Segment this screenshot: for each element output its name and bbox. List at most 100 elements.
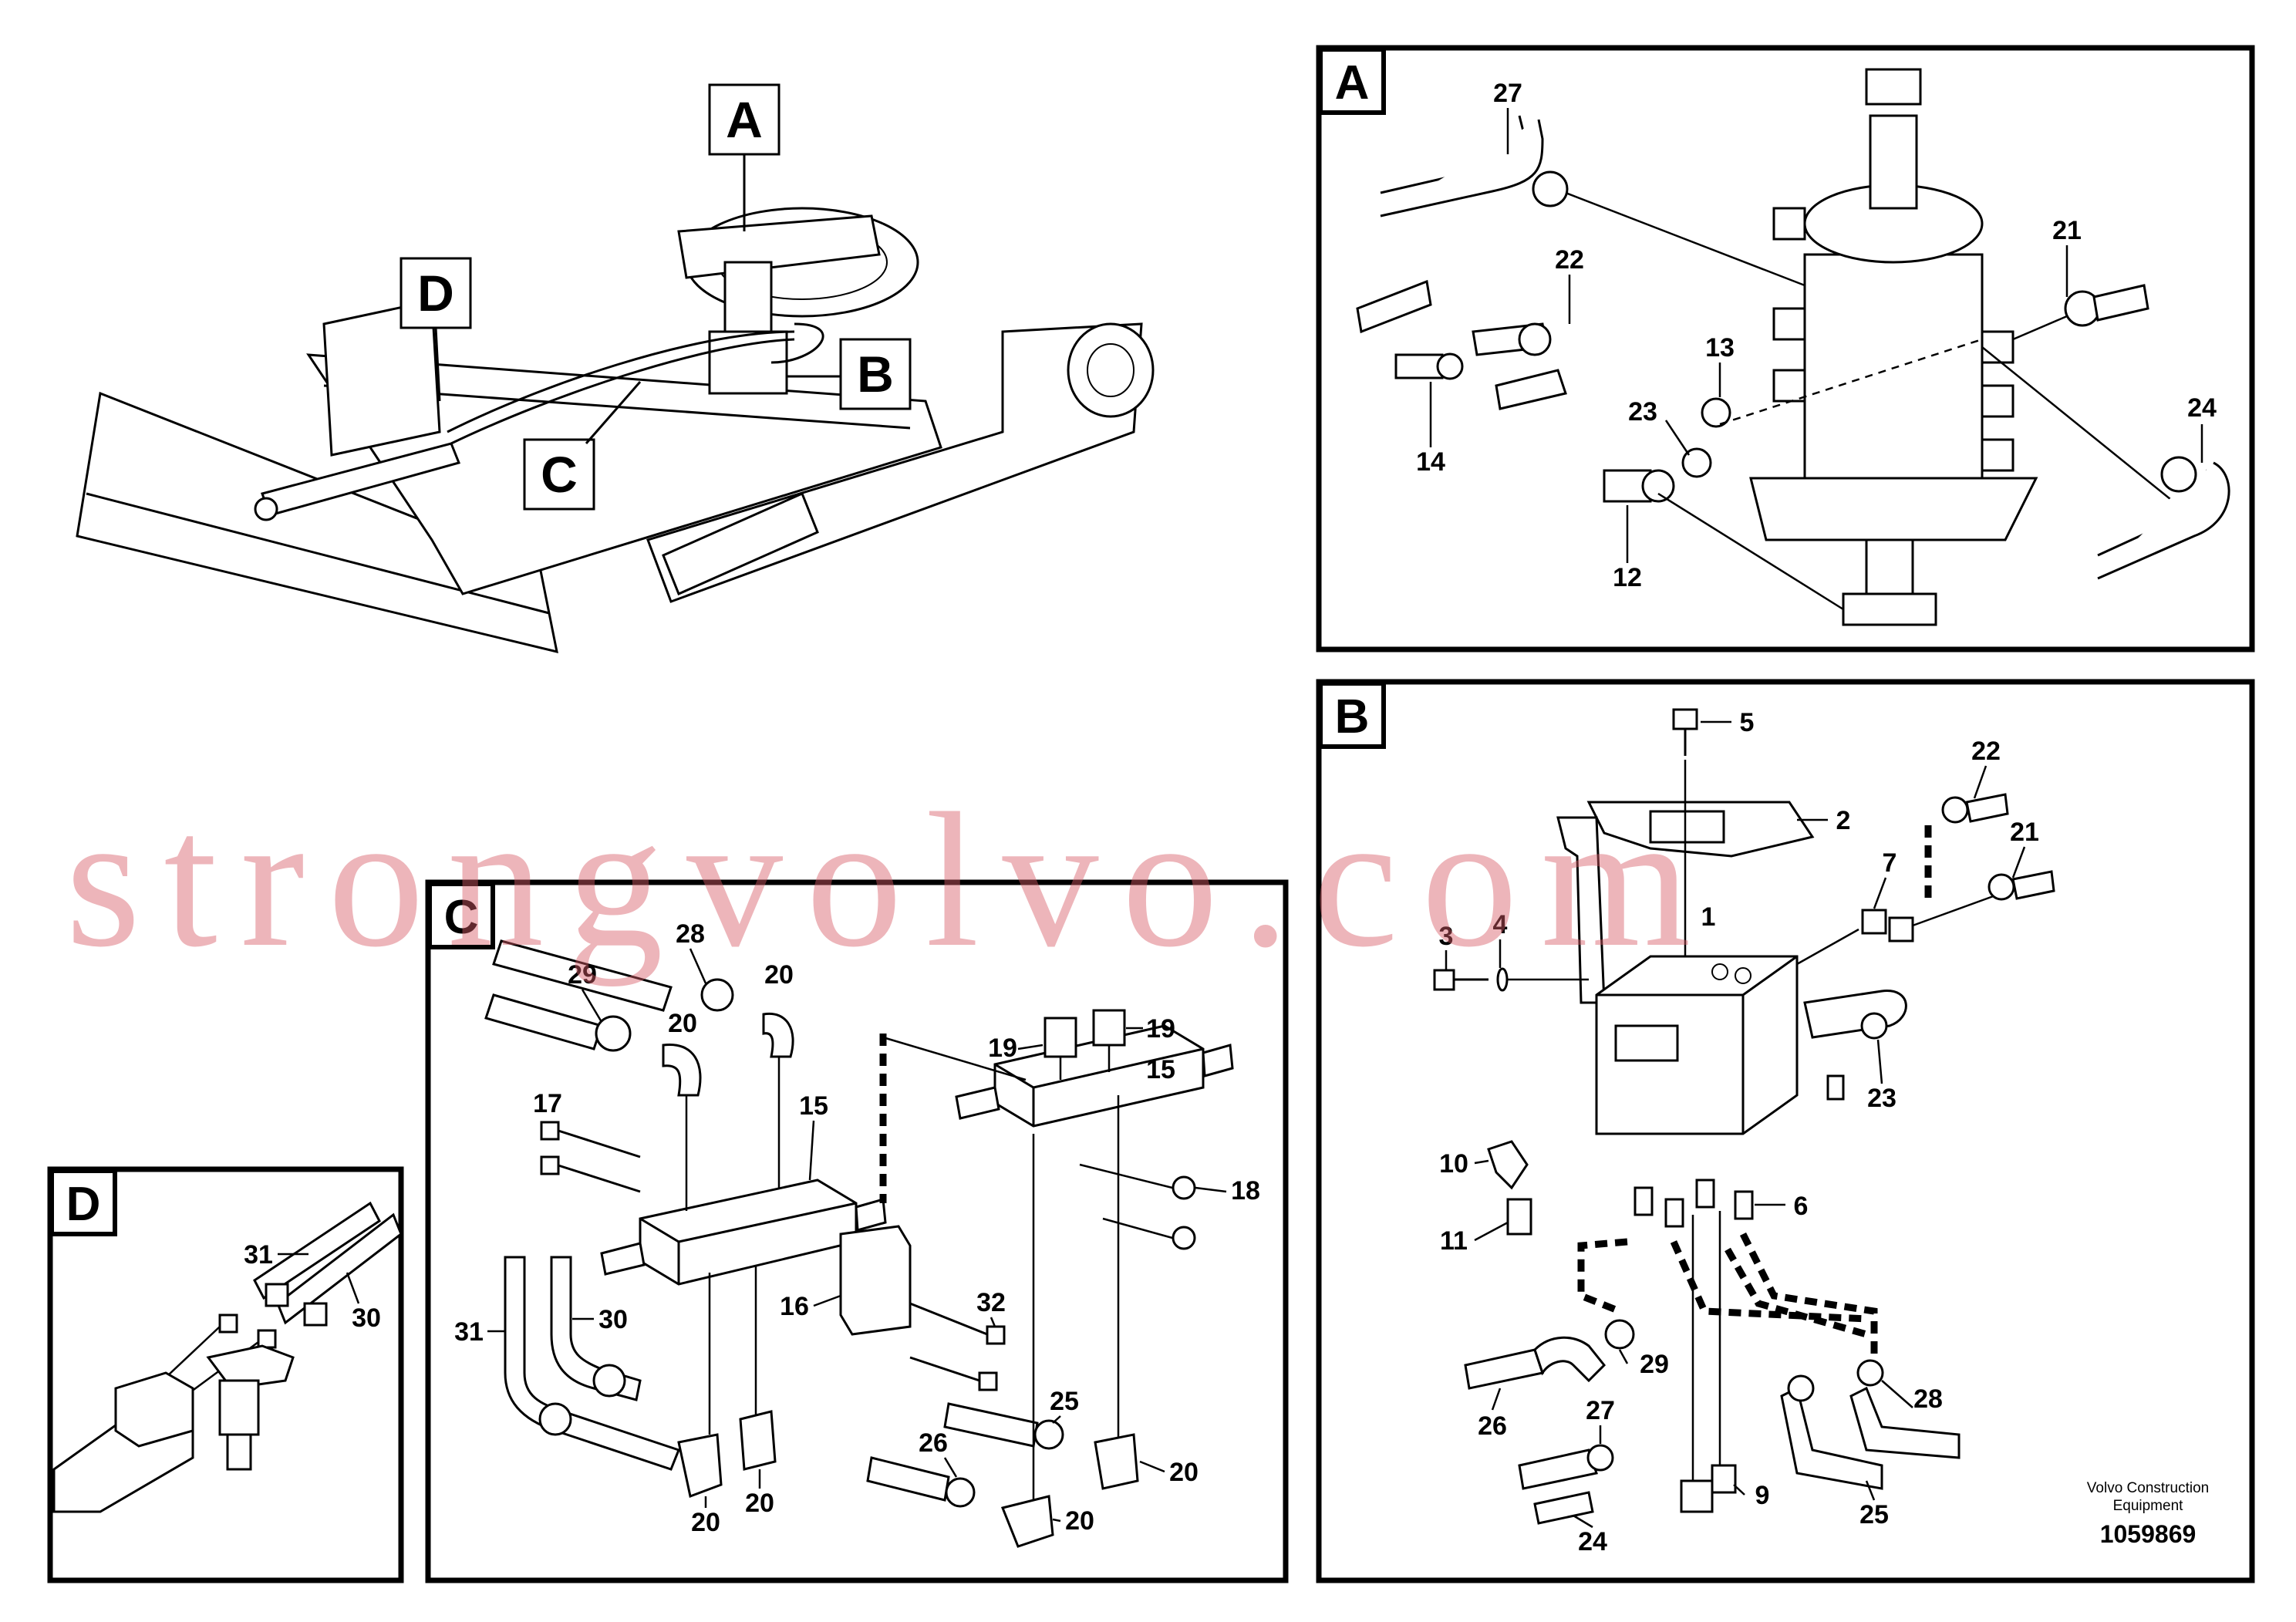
pipe-31 xyxy=(504,1256,680,1471)
elbow-20-top-left xyxy=(662,1043,702,1097)
panel-c-letter: C xyxy=(444,891,479,944)
leader-b-23 xyxy=(1876,1039,1883,1084)
callout-a-13: 13 xyxy=(1705,333,1735,363)
leader-d-30 xyxy=(346,1272,360,1304)
leader-12-bottom xyxy=(1657,492,1844,611)
fitting-29-c xyxy=(595,1015,632,1052)
leader-27-joint xyxy=(1565,191,1805,287)
adapter-left-b xyxy=(1664,1198,1684,1228)
leader-dashed-13 xyxy=(1719,338,1983,426)
nut-14 xyxy=(1436,352,1464,380)
main-leader-d xyxy=(434,327,441,402)
hose-run-3 xyxy=(770,322,824,364)
elbow-14 xyxy=(1394,353,1444,379)
elbow-20-bottom-b xyxy=(739,1410,777,1471)
hose-23 xyxy=(1803,990,1907,1039)
nut-21 xyxy=(1988,873,2015,901)
nut-22 xyxy=(1941,796,1969,824)
port-5 xyxy=(1772,307,1806,341)
leader-c-16 xyxy=(813,1294,841,1307)
leader-c-32 xyxy=(990,1317,996,1327)
main-label-c: C xyxy=(541,446,578,503)
callout-a-23: 23 xyxy=(1628,397,1657,427)
callout-b-25: 25 xyxy=(1859,1500,1889,1529)
panel-b-tag xyxy=(1318,681,1386,749)
bolt-17-b xyxy=(558,1164,641,1193)
port-6 xyxy=(1772,369,1806,403)
callout-c-15-a: 15 xyxy=(799,1091,828,1121)
nut-12 xyxy=(1641,469,1675,503)
callout-b-11: 11 xyxy=(1440,1226,1468,1256)
fitting-30 xyxy=(592,1364,626,1398)
pipe-28 xyxy=(1849,1386,1961,1459)
dashed-pipe-25 xyxy=(1725,1247,1868,1338)
tee-9-a xyxy=(1680,1479,1714,1513)
callout-c-20-d: 20 xyxy=(1065,1506,1094,1536)
main-label-box-d xyxy=(400,257,472,329)
tee-9-b xyxy=(1711,1464,1737,1494)
leader-b-29 xyxy=(1618,1349,1629,1364)
leader-c-20-c xyxy=(1139,1460,1165,1473)
leader-b-21 xyxy=(2011,846,2026,878)
tee-fitting-bottom xyxy=(1842,592,1937,626)
hose-26 xyxy=(866,1456,950,1502)
hose-run-1 xyxy=(447,330,795,433)
idler-hub xyxy=(1087,343,1135,397)
fitting-7-b xyxy=(1888,916,1914,943)
elbow-20-bottom-a xyxy=(677,1433,723,1499)
swivel-joint-small xyxy=(723,261,773,333)
callout-c-26: 26 xyxy=(919,1428,948,1458)
leader-b-10 xyxy=(1474,1159,1489,1165)
callout-a-14: 14 xyxy=(1416,447,1445,477)
cylinder-head-d xyxy=(114,1371,194,1448)
callout-b-10: 10 xyxy=(1439,1149,1468,1179)
panel-a: A xyxy=(1316,45,2255,653)
valve-left-cartridge xyxy=(600,1242,646,1276)
leader-c-19-a xyxy=(1017,1044,1043,1050)
main-label-box-b xyxy=(839,338,912,410)
pin-d xyxy=(226,1433,252,1471)
elbow-20-top-right xyxy=(762,1012,794,1058)
leader-c-20-d xyxy=(1052,1518,1061,1523)
callout-c-20-c: 20 xyxy=(1169,1458,1199,1487)
callout-d-30: 30 xyxy=(352,1303,381,1333)
leader-nut-18-a xyxy=(1079,1163,1173,1189)
brand-line-1: Volvo Construction xyxy=(2087,1480,2209,1496)
hose-31-d xyxy=(253,1201,381,1300)
port-top-1 xyxy=(1711,963,1728,980)
dashed-pipe-29 xyxy=(1577,1238,1628,1315)
callout-b-27: 27 xyxy=(1586,1396,1615,1425)
callout-b-24: 24 xyxy=(1578,1527,1607,1556)
adapter-19-a xyxy=(1043,1017,1077,1058)
callout-a-22: 22 xyxy=(1555,245,1584,275)
leader-b-28 xyxy=(1881,1380,1913,1408)
panel-d: D 31 30 xyxy=(47,1166,404,1583)
hose-28 xyxy=(492,939,673,1012)
leader-c-18 xyxy=(1195,1186,1227,1193)
panel-c-frame xyxy=(425,879,1289,1583)
main-label-d: D xyxy=(417,265,454,322)
callout-c-20-a: 20 xyxy=(668,1009,697,1038)
callout-c-32: 32 xyxy=(976,1288,1006,1317)
dashed-pipe-28 xyxy=(1670,1240,1867,1323)
callout-c-20-b: 20 xyxy=(764,960,794,990)
swivel-base-plate xyxy=(1749,477,2038,541)
fitting-28-c xyxy=(700,978,734,1012)
bolt-17-a xyxy=(558,1129,641,1158)
valve-right-plug xyxy=(1202,1044,1234,1077)
track-frame-left xyxy=(306,353,942,595)
fitting-7-a xyxy=(1861,909,1887,935)
elbow-20-bottom-d xyxy=(1094,1433,1139,1490)
leader-b-7 xyxy=(1873,877,1887,909)
swivel-bottom-stem xyxy=(1865,538,1914,595)
nut-18-a xyxy=(1172,1175,1196,1200)
hose-26 xyxy=(1464,1348,1544,1390)
main-overview: A B C D xyxy=(76,83,1155,654)
leader-b-26 xyxy=(1491,1388,1502,1411)
callout-a-27: 27 xyxy=(1493,79,1522,108)
document-number: 1059869 xyxy=(2100,1520,2197,1548)
swivel-joint-body xyxy=(1803,253,1984,487)
track-roller-right xyxy=(662,491,819,596)
leader-7-21 xyxy=(1912,893,1998,927)
panel-a-frame xyxy=(1316,45,2255,653)
